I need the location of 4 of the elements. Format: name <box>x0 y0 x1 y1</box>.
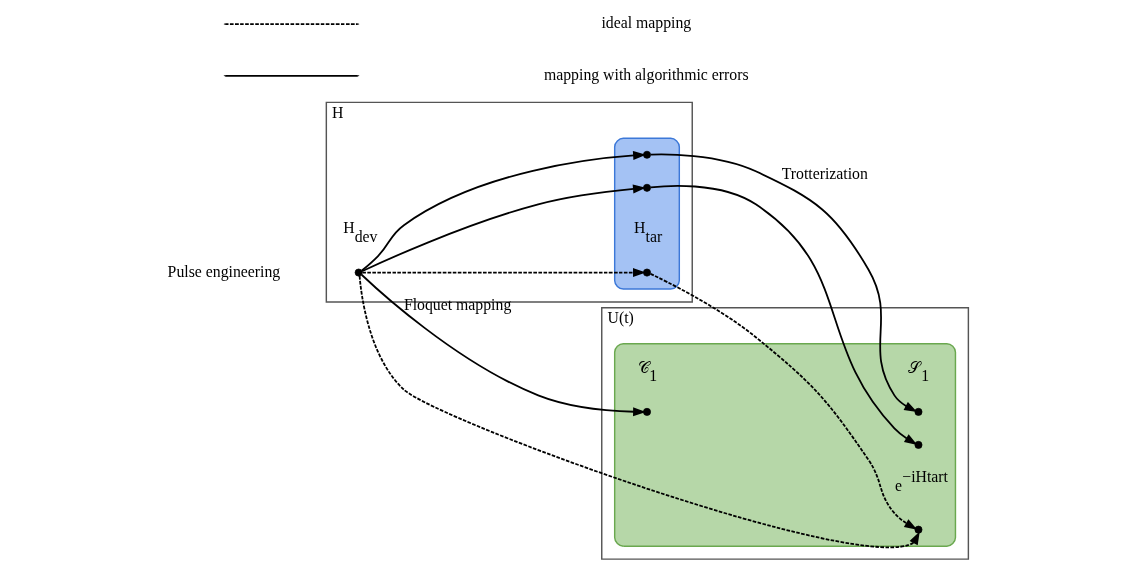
label: Pulse engineering <box>167 262 280 280</box>
legend-label: mapping with algorithmic errors <box>543 65 749 83</box>
legend-label: ideal mapping <box>600 14 691 32</box>
edge-label: Trotterization <box>781 164 868 182</box>
